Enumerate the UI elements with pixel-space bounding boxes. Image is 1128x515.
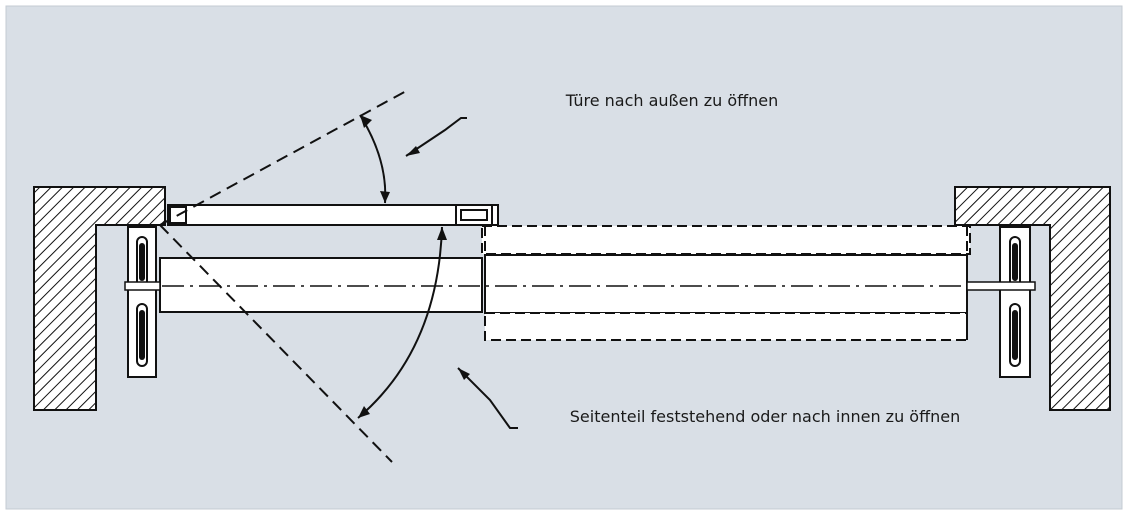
arc-arrowhead-top xyxy=(360,115,372,128)
right-hinge-bracket xyxy=(999,226,1031,378)
leader-line-side-panel xyxy=(457,367,518,429)
left-hinge-pin xyxy=(124,281,161,291)
label-side-panel: Seitenteil feststehend oder nach innen z… xyxy=(570,407,960,426)
left-hinge-bracket xyxy=(127,226,157,378)
right-hinge-pin xyxy=(966,281,1036,291)
leader-arrowhead-side-panel xyxy=(458,368,470,380)
swing-line-outward xyxy=(159,89,409,226)
leader-arrowhead-outward xyxy=(406,146,420,156)
arc-arrowhead-bottom xyxy=(380,191,390,203)
arc-arrowhead-inward-bottom xyxy=(358,406,370,418)
arc-arrowhead-inward-top xyxy=(437,227,447,240)
swing-arc-inward xyxy=(357,226,443,419)
door-leaf-closed xyxy=(159,257,483,313)
door-leaf-open xyxy=(167,204,499,226)
side-panel-dashed xyxy=(481,225,971,341)
swing-line-inward xyxy=(159,224,393,463)
label-door-outward: Türe nach außen zu öffnen xyxy=(565,91,779,110)
leader-line-outward xyxy=(405,117,467,157)
left-wall-hatched xyxy=(33,186,166,411)
